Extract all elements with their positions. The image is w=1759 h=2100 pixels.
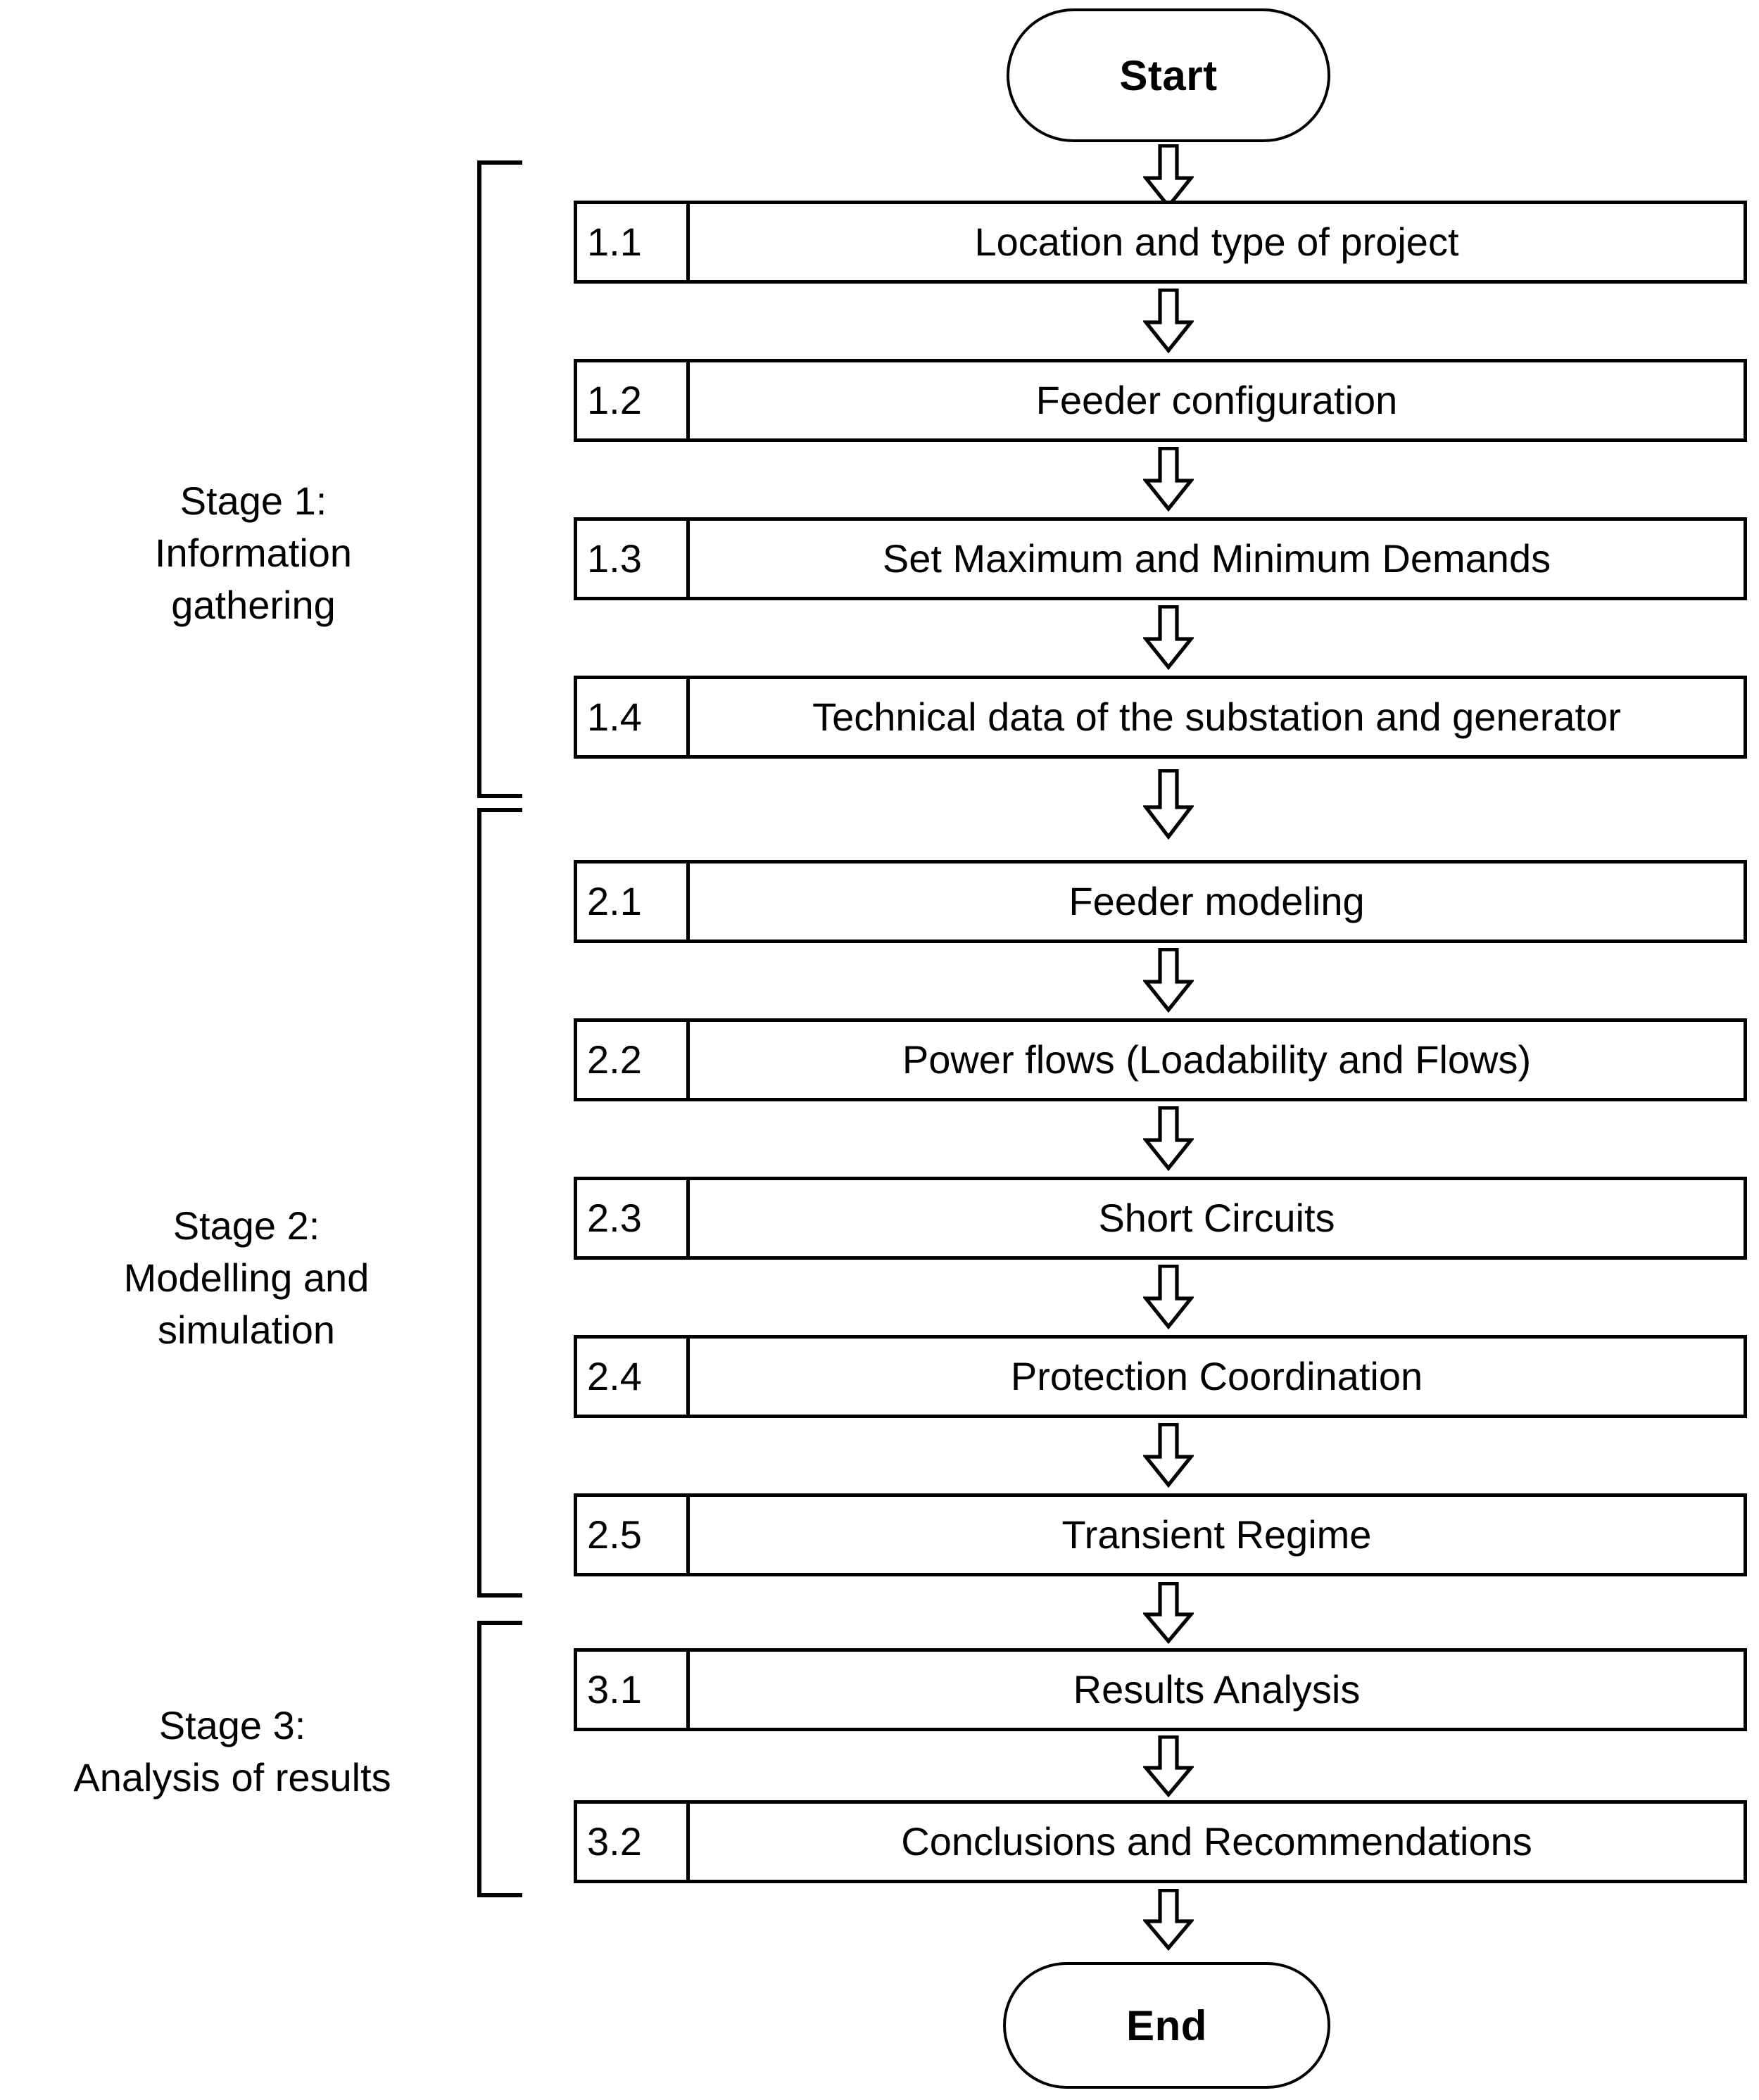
step-2-1-label: Feeder modeling (1068, 879, 1365, 923)
connector-arrow-1-3-to-1-4 (1143, 605, 1194, 670)
connector-arrow-3-1-to-3-2 (1143, 1735, 1194, 1797)
step-1-2-index: 1.2 (577, 362, 690, 438)
stage-2-caption: Stage 2: Modelling and simulation (123, 1203, 370, 1352)
step-2-3-index: 2.3 (577, 1180, 690, 1256)
step-1-3[interactable]: 1.3 Set Maximum and Minimum Demands (574, 517, 1747, 600)
stage-3-caption: Stage 3: Analysis of results (73, 1703, 391, 1799)
step-1-1-index: 1.1 (577, 204, 690, 280)
start-label: Start (1119, 51, 1218, 99)
start-terminator[interactable]: Start (1007, 8, 1330, 142)
connector-arrow-1-4-to-2-1 (1143, 769, 1194, 840)
step-3-1-label: Results Analysis (1073, 1667, 1361, 1712)
stage-3-bracket (477, 1621, 522, 1897)
connector-arrow-2-2-to-2-3 (1143, 1106, 1194, 1171)
stage-1-bracket (477, 160, 522, 798)
step-1-2-label: Feeder configuration (1035, 378, 1398, 422)
step-1-3-index: 1.3 (577, 521, 690, 597)
step-1-4[interactable]: 1.4 Technical data of the substation and… (574, 676, 1747, 759)
step-3-2[interactable]: 3.2 Conclusions and Recommendations (574, 1800, 1747, 1883)
connector-arrow-start-to-1-1 (1143, 144, 1194, 209)
end-terminator[interactable]: End (1003, 1962, 1330, 2089)
step-2-3[interactable]: 2.3 Short Circuits (574, 1177, 1747, 1260)
step-1-1[interactable]: 1.1 Location and type of project (574, 201, 1747, 284)
step-2-2-label: Power flows (Loadability and Flows) (902, 1037, 1532, 1082)
connector-arrow-3-2-to-end (1143, 1889, 1194, 1951)
step-3-1-index: 3.1 (577, 1652, 690, 1728)
connector-arrow-2-3-to-2-4 (1143, 1265, 1194, 1329)
step-2-3-label: Short Circuits (1098, 1196, 1335, 1240)
connector-arrow-2-1-to-2-2 (1143, 948, 1194, 1013)
connector-arrow-1-1-to-1-2 (1143, 289, 1194, 353)
step-1-3-label: Set Maximum and Minimum Demands (882, 536, 1551, 581)
step-2-4[interactable]: 2.4 Protection Coordination (574, 1335, 1747, 1418)
stage-2-bracket (477, 808, 522, 1598)
step-1-1-label: Location and type of project (974, 220, 1459, 264)
step-3-1[interactable]: 3.1 Results Analysis (574, 1648, 1747, 1731)
step-2-4-label: Protection Coordination (1010, 1354, 1423, 1398)
step-3-2-index: 3.2 (577, 1804, 690, 1880)
step-2-2[interactable]: 2.2 Power flows (Loadability and Flows) (574, 1018, 1747, 1101)
step-2-5[interactable]: 2.5 Transient Regime (574, 1493, 1747, 1576)
connector-arrow-2-4-to-2-5 (1143, 1423, 1194, 1488)
connector-arrow-1-2-to-1-3 (1143, 447, 1194, 512)
step-2-5-label: Transient Regime (1061, 1512, 1372, 1557)
step-1-4-label: Technical data of the substation and gen… (812, 695, 1621, 739)
step-1-2[interactable]: 1.2 Feeder configuration (574, 359, 1747, 442)
step-2-1[interactable]: 2.1 Feeder modeling (574, 860, 1747, 943)
end-label: End (1126, 2001, 1207, 2049)
stage-1-caption: Stage 1: Information gathering (154, 479, 353, 627)
step-2-2-index: 2.2 (577, 1022, 690, 1098)
step-1-4-index: 1.4 (577, 679, 690, 755)
step-2-4-index: 2.4 (577, 1339, 690, 1415)
connector-arrow-2-5-to-3-1 (1143, 1582, 1194, 1644)
step-3-2-label: Conclusions and Recommendations (901, 1819, 1532, 1864)
step-2-1-index: 2.1 (577, 864, 690, 940)
step-2-5-index: 2.5 (577, 1497, 690, 1573)
